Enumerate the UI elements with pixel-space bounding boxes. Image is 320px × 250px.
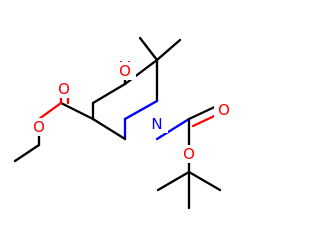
ethyl-carbonyl-oxygen-bg: [54, 80, 74, 98]
bond-c2-c3: [91, 117, 127, 141]
ethyl-ester-oxygen-label: O: [33, 118, 45, 136]
structure-canvas: O N O O O O: [13, 36, 234, 210]
bond-ester-c-o-single: [37, 101, 63, 121]
boc-ester-oxygen-label: O: [183, 145, 195, 163]
molecule-structure: O N O O O O: [13, 36, 234, 210]
ketone-oxygen-label: O: [119, 62, 131, 80]
ketone-oxygen-bg: [114, 62, 136, 80]
bond-c3-ester-c: [59, 101, 95, 121]
boc-carbonyl-oxygen-bg: [214, 101, 234, 119]
bond-tbu-me2: [187, 170, 222, 192]
boc-ester-oxygen-bg: [179, 145, 199, 163]
bond-c5-me2: [155, 38, 182, 62]
ring-nitrogen-label: N: [151, 115, 162, 133]
bond-c3-c4: [91, 82, 127, 105]
bond-c6-n1: [123, 99, 159, 121]
ethyl-carbonyl-oxygen-label: O: [58, 80, 70, 98]
bond-c5-me1: [138, 36, 159, 62]
bond-n-boc-c: [155, 117, 191, 141]
ring-nitrogen-bg: [148, 115, 168, 133]
bond-tbu-me1: [156, 170, 191, 192]
ethyl-ester-oxygen-bg: [29, 118, 49, 136]
boc-carbonyl-oxygen-label: O: [218, 101, 230, 119]
bond-ch2-ch3: [13, 143, 41, 163]
